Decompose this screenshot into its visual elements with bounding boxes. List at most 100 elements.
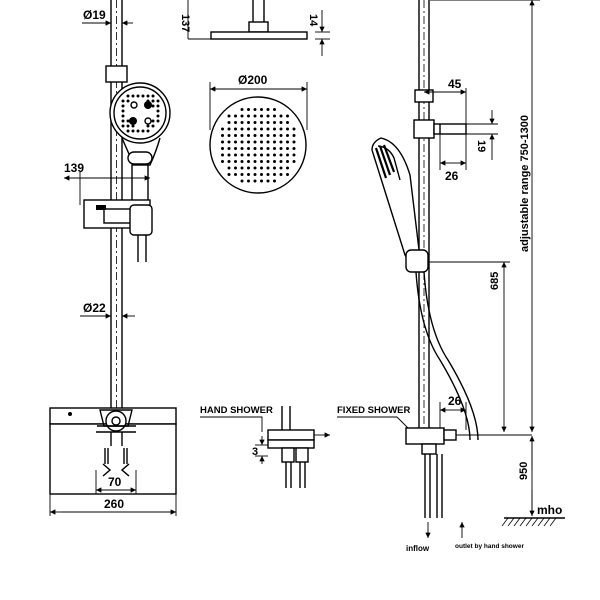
nozzle-dot <box>286 134 289 137</box>
nozzle-dot <box>234 134 237 137</box>
nozzle-dot <box>260 160 263 163</box>
nozzle-dot <box>240 108 244 111</box>
nozzle-dot <box>286 140 289 144</box>
rail-label: Ø22 <box>83 301 106 315</box>
floor-hatch-line <box>525 517 533 527</box>
slide-height-dimension: 685 <box>428 261 510 432</box>
nozzle-dot <box>273 134 276 137</box>
arm-height-dimension: 19 <box>466 110 498 160</box>
nozzle-dot <box>266 160 270 163</box>
nozzle-dot <box>234 127 237 131</box>
nozzle-dot <box>121 99 125 103</box>
head-front: Ø200 <box>209 73 308 194</box>
nozzle-dot <box>227 114 231 118</box>
nozzle-dot <box>253 153 257 157</box>
nozzle-dot <box>240 153 244 157</box>
nozzle-dot <box>266 166 270 170</box>
nozzle-dot <box>247 114 250 118</box>
nozzle-dot <box>260 127 263 131</box>
nozzle-dot <box>234 140 237 144</box>
head-profile: 14 <box>187 0 330 56</box>
nozzle-dot <box>247 153 250 157</box>
nozzle-dot <box>260 147 263 150</box>
nozzle-dot <box>286 173 289 176</box>
slide-bracket <box>83 199 153 262</box>
nozzle-dot <box>273 127 276 131</box>
nozzle-dot <box>253 173 257 176</box>
nozzle-dot <box>240 173 244 176</box>
bracket-depth-label: 139 <box>64 161 84 175</box>
nozzle-dot <box>253 134 257 137</box>
rail-dimension: Ø22 <box>80 301 135 319</box>
nozzle-dot <box>253 166 257 170</box>
floor-hatch-line <box>531 517 539 527</box>
nozzle-dot <box>234 121 237 124</box>
nozzle-dot <box>247 140 250 144</box>
nozzle-dot <box>260 121 263 124</box>
floor-hatch-line <box>513 517 521 527</box>
bracket-dimension: 139 <box>64 161 150 205</box>
nozzle-dot <box>260 179 263 183</box>
nozzle-dot <box>240 179 244 183</box>
nozzle-dot <box>253 160 257 163</box>
nozzle-dot <box>146 99 150 103</box>
detail-views: HAND SHOWER 3 FIXED SHOWER <box>200 405 413 488</box>
nozzle-dot <box>240 127 244 131</box>
nozzle-dot <box>240 147 244 150</box>
nozzle-dot <box>292 160 296 163</box>
nozzle-dot <box>121 124 125 128</box>
nozzle-dot <box>227 147 231 150</box>
pipe-top-dimension: Ø19 <box>82 8 133 26</box>
outlet-offset-label: 26 <box>448 394 462 408</box>
nozzle-dot <box>266 114 270 118</box>
head-thickness-label: 14 <box>307 14 319 27</box>
outlet-spacing-label: 70 <box>108 475 122 489</box>
nozzle-dot <box>221 127 224 131</box>
floor-hatch-line <box>543 517 551 527</box>
nozzle-dot <box>146 129 150 133</box>
nozzle-dot <box>131 94 135 98</box>
side-view: 45 19 26 <box>371 0 565 553</box>
nozzle-dot <box>266 121 270 124</box>
nozzle-dot <box>247 147 250 150</box>
nozzle-dot <box>253 140 257 144</box>
nozzle-dot <box>266 173 270 176</box>
nozzle-dot <box>156 114 160 118</box>
front-view: Ø19 137 139 <box>49 0 191 516</box>
nozzle-dot <box>266 147 270 150</box>
nozzle-dot <box>292 140 296 144</box>
nozzle-dot <box>279 134 283 137</box>
nozzle-dot <box>146 124 150 128</box>
upper-clamp <box>105 65 128 83</box>
nozzle-dot <box>247 160 250 163</box>
hand-shower-label: HAND SHOWER <box>200 405 273 416</box>
nozzle-dot <box>126 99 130 103</box>
nozzle-dot <box>260 108 263 111</box>
inflow-label: inflow <box>406 544 430 553</box>
side-arm <box>413 119 467 139</box>
nozzle-dot <box>221 153 224 157</box>
nozzle-dot <box>279 121 283 124</box>
floor-hatch-line <box>537 517 545 527</box>
nozzle-dot <box>126 129 130 133</box>
nozzle-dot <box>247 166 250 170</box>
nozzle-dot <box>141 129 145 133</box>
nozzle-dot <box>240 140 244 144</box>
nozzle-dot <box>279 140 283 144</box>
nozzle-dot <box>273 179 276 183</box>
hand-shower-detail: HAND SHOWER 3 <box>200 405 330 488</box>
nozzle-dot <box>234 147 237 150</box>
nozzle-dot <box>227 153 231 157</box>
nozzle-dot <box>227 121 231 124</box>
nozzle-dot <box>247 108 250 111</box>
nozzle-dot <box>247 127 250 131</box>
nozzle-dot <box>260 153 263 157</box>
nozzle-dot <box>126 124 130 128</box>
nozzle-dot <box>260 134 263 137</box>
outlet-spacing-dimension: 70 <box>95 470 137 494</box>
nozzle-dot <box>240 160 244 163</box>
nozzle-dot <box>247 173 250 176</box>
top-partial-label: 137 <box>179 14 191 32</box>
nozzle-dot <box>253 121 257 124</box>
nozzle-dot <box>273 160 276 163</box>
